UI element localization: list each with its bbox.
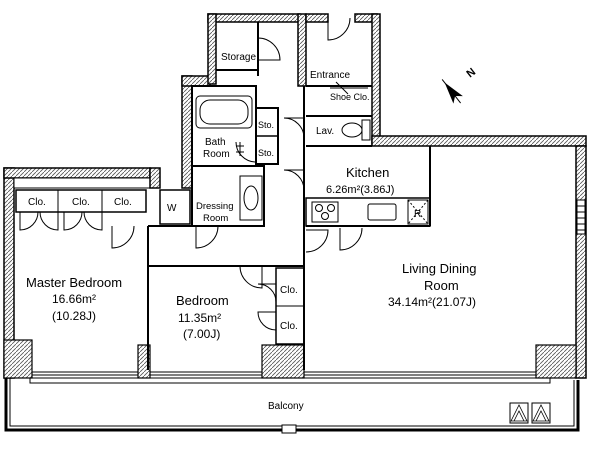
bath-room-label-line1: Bath bbox=[205, 137, 226, 148]
storage-label: Storage bbox=[221, 52, 256, 63]
stove-icon bbox=[311, 201, 339, 223]
living-dining-area: 34.14m²(21.07J) bbox=[388, 295, 476, 309]
shoe-closet-label: Shoe Clo. bbox=[330, 92, 370, 102]
bedroom-area: 11.35m² bbox=[178, 311, 221, 325]
shoe-closet-icon bbox=[330, 81, 368, 95]
washbasin-icon bbox=[239, 175, 263, 221]
lavatory-label: Lav. bbox=[316, 126, 334, 137]
bedroom-label: Bedroom bbox=[176, 293, 229, 308]
bedroom-closet-lower-label: Clo. bbox=[280, 321, 298, 332]
closet-1-label: Clo. bbox=[28, 197, 46, 208]
right-window bbox=[576, 199, 586, 235]
exterior-walls bbox=[3, 13, 587, 379]
balcony-label: Balcony bbox=[268, 401, 304, 412]
storage-upper-label: Sto. bbox=[258, 120, 274, 130]
north-arrow-icon bbox=[441, 79, 463, 104]
bathtub-icon bbox=[195, 95, 253, 129]
bedroom-closet-upper-label: Clo. bbox=[280, 285, 298, 296]
toilet-icon bbox=[341, 119, 371, 141]
living-dining-label-line1: Living Dining bbox=[402, 261, 476, 276]
living-dining-label-line2: Room bbox=[424, 278, 459, 293]
kitchen-area-label: 6.26m²(3.86J) bbox=[326, 184, 394, 196]
kitchen-label: Kitchen bbox=[346, 165, 389, 180]
bath-room-label-line2: Room bbox=[203, 149, 230, 160]
room-labels: Storage Entrance Shoe Clo. Lav. Bath Roo… bbox=[26, 52, 476, 412]
entrance-label: Entrance bbox=[310, 70, 350, 81]
refrigerator-icon bbox=[407, 199, 429, 225]
dressing-room-label-line2: Room bbox=[203, 213, 228, 224]
master-bedroom-label: Master Bedroom bbox=[26, 275, 122, 290]
closet-3-label: Clo. bbox=[114, 197, 132, 208]
washer-label: W bbox=[167, 203, 177, 214]
master-bedroom-tatami: (10.28J) bbox=[52, 309, 96, 323]
bedroom-tatami: (7.00J) bbox=[183, 327, 220, 341]
kitchen-sink-icon bbox=[367, 203, 397, 221]
north-label: N bbox=[464, 66, 478, 80]
balcony-evacuation-hatch bbox=[509, 402, 551, 424]
bottom-windows bbox=[31, 371, 537, 379]
master-bedroom-area: 16.66m² bbox=[52, 292, 96, 306]
dressing-room-label-line1: Dressing bbox=[196, 201, 234, 212]
closet-2-label: Clo. bbox=[72, 197, 90, 208]
refrigerator-label: R bbox=[414, 209, 421, 220]
door-swings bbox=[19, 17, 363, 331]
storage-lower-label: Sto. bbox=[258, 148, 274, 158]
